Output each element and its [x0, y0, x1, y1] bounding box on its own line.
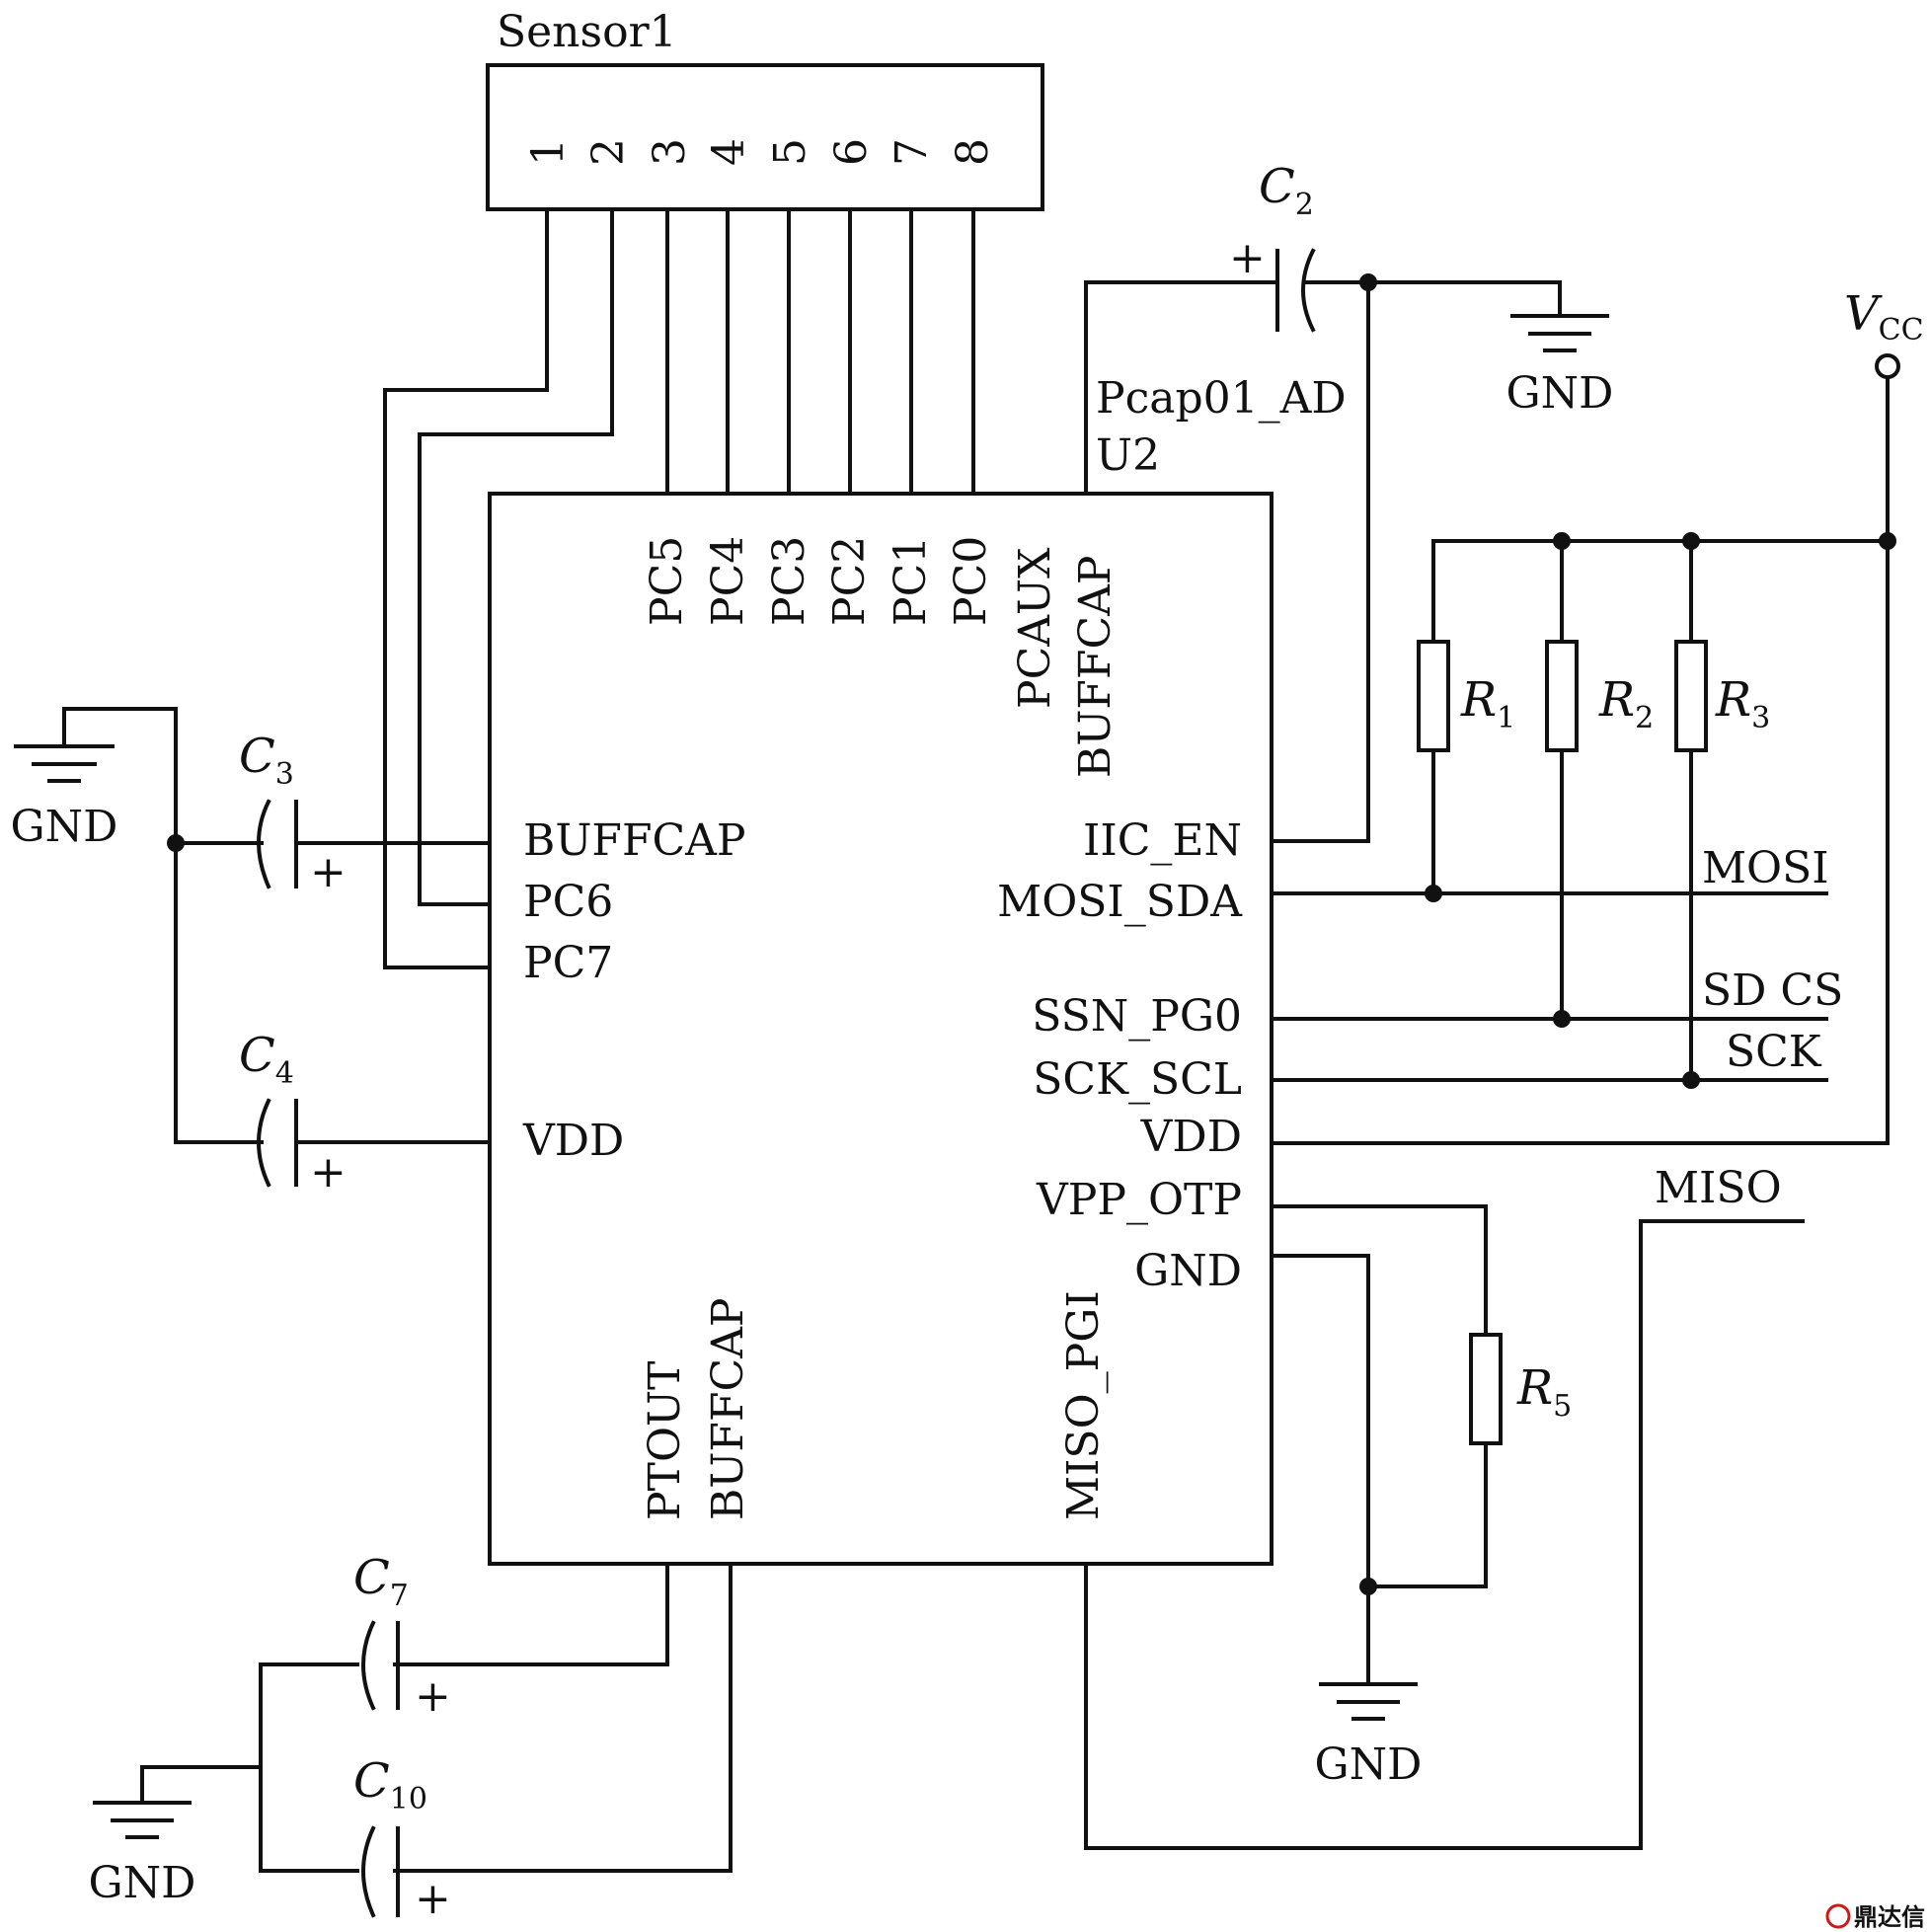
chip-pin-ptout: PTOUT — [640, 1361, 690, 1520]
chip-body — [488, 492, 1274, 1566]
gnd-label-bottom-left: GND — [89, 1858, 196, 1908]
chip-pin-iic-en: IIC_EN — [1083, 815, 1242, 866]
chip-pin-ssn-pg0: SSN_PG0 — [1032, 991, 1242, 1042]
c10-label: C10 — [353, 1753, 427, 1816]
chip-pin-pc2: PC2 — [824, 536, 875, 626]
capacitor-c2: + C2 — [1229, 159, 1316, 333]
watermark-text: 鼎达信 — [1854, 1902, 1925, 1931]
ground-symbol-left: GND — [11, 707, 118, 852]
sensor-pin-7: 7 — [887, 138, 937, 166]
chip-pin-mosi-sda: MOSI_SDA — [997, 877, 1243, 927]
chip-pin-vdd-left: VDD — [522, 1116, 624, 1166]
sensor-pin-8: 8 — [948, 138, 998, 166]
sensor-pin-5: 5 — [765, 138, 815, 166]
chip-pin-pc1: PC1 — [886, 536, 936, 626]
wires — [62, 207, 1890, 1873]
chip-pin-pc7: PC7 — [523, 938, 613, 988]
chip-pin-pc3: PC3 — [764, 536, 814, 626]
r5-label: R5 — [1516, 1360, 1572, 1424]
chip-pin-pc0: PC0 — [946, 536, 996, 626]
r2-label: R2 — [1598, 672, 1654, 735]
sensor-pin-6: 6 — [826, 138, 877, 166]
gnd-label-bottom-center: GND — [1315, 1739, 1423, 1790]
chip-pin-gnd: GND — [1134, 1246, 1242, 1296]
chip-pin-pc6: PC6 — [523, 877, 613, 927]
sensor-pin-labels: 1 2 3 4 5 6 7 8 — [523, 138, 998, 166]
chip-pin-buffcap-left: BUFFCAP — [523, 815, 746, 866]
chip-pin-miso-pgi: MISO_PGI — [1058, 1290, 1109, 1520]
chip-pin-sck-scl: SCK_SCL — [1033, 1054, 1242, 1105]
gnd-label-top-right: GND — [1506, 368, 1614, 419]
ground-symbol-top-right: GND — [1506, 314, 1614, 419]
sensor-pin-4: 4 — [704, 138, 754, 166]
chip-pin-pc4: PC4 — [703, 536, 753, 626]
c2-plus: + — [1229, 233, 1266, 283]
watermark: 鼎达信 — [1825, 1902, 1925, 1931]
chip-pin-buffcap-bottom: BUFFCAP — [703, 1297, 753, 1520]
r1-label: R1 — [1460, 672, 1515, 735]
ground-symbol-bottom-left: GND — [89, 1801, 196, 1908]
c3-plus: + — [310, 847, 347, 897]
sensor-title: Sensor1 — [497, 7, 677, 57]
net-miso: MISO — [1655, 1163, 1782, 1213]
pcap01-chip: Pcap01_AD U2 PC5 PC4 PC3 PC2 PC1 PC0 PCA… — [488, 373, 1347, 1566]
net-labels: MOSI SD CS SCK MISO — [1655, 843, 1843, 1213]
sensor-connector: Sensor1 1 2 3 4 5 6 7 8 — [486, 7, 1044, 211]
chip-pin-vpp-otp: VPP_OTP — [1036, 1175, 1242, 1225]
junction-dots — [167, 273, 1896, 1595]
gnd-label-left: GND — [11, 802, 118, 852]
chip-ref: U2 — [1096, 430, 1160, 481]
c7-plus: + — [415, 1671, 451, 1722]
c4-label: C4 — [239, 1028, 294, 1091]
resistor-r2: R2 — [1545, 640, 1654, 752]
vcc-label: VCC — [1844, 286, 1924, 348]
sensor-pin-1: 1 — [523, 138, 574, 166]
c7-label: C7 — [353, 1550, 409, 1613]
net-mosi: MOSI — [1702, 843, 1829, 893]
vcc-terminal: VCC — [1844, 286, 1924, 379]
c4-plus: + — [310, 1147, 347, 1198]
capacitor-c7: + C7 — [353, 1550, 451, 1722]
net-sck: SCK — [1726, 1027, 1822, 1077]
chip-pin-pcaux: PCAUX — [1010, 547, 1060, 709]
resistor-r3: R3 — [1674, 640, 1770, 752]
sensor-pin-3: 3 — [645, 138, 695, 166]
capacitor-c3: + C3 — [239, 729, 347, 897]
c3-label: C3 — [239, 729, 294, 792]
capacitor-c10: + C10 — [353, 1753, 451, 1924]
net-sd-cs: SD CS — [1702, 966, 1843, 1016]
ground-symbol-bottom-center: GND — [1315, 1682, 1423, 1790]
c10-plus: + — [415, 1874, 451, 1924]
resistor-r1: R1 — [1417, 640, 1515, 752]
chip-pin-buffcap-top: BUFFCAP — [1070, 555, 1120, 778]
chip-pin-pc5: PC5 — [642, 536, 692, 626]
resistor-r5: R5 — [1469, 1333, 1572, 1445]
r3-label: R3 — [1715, 672, 1770, 735]
sensor-pin-2: 2 — [583, 138, 634, 166]
c2-label: C2 — [1259, 159, 1314, 222]
capacitor-c4: + C4 — [239, 1028, 347, 1198]
chip-pin-vdd-right: VDD — [1140, 1112, 1242, 1162]
chip-name: Pcap01_AD — [1096, 373, 1347, 424]
sensor-body — [486, 63, 1044, 211]
